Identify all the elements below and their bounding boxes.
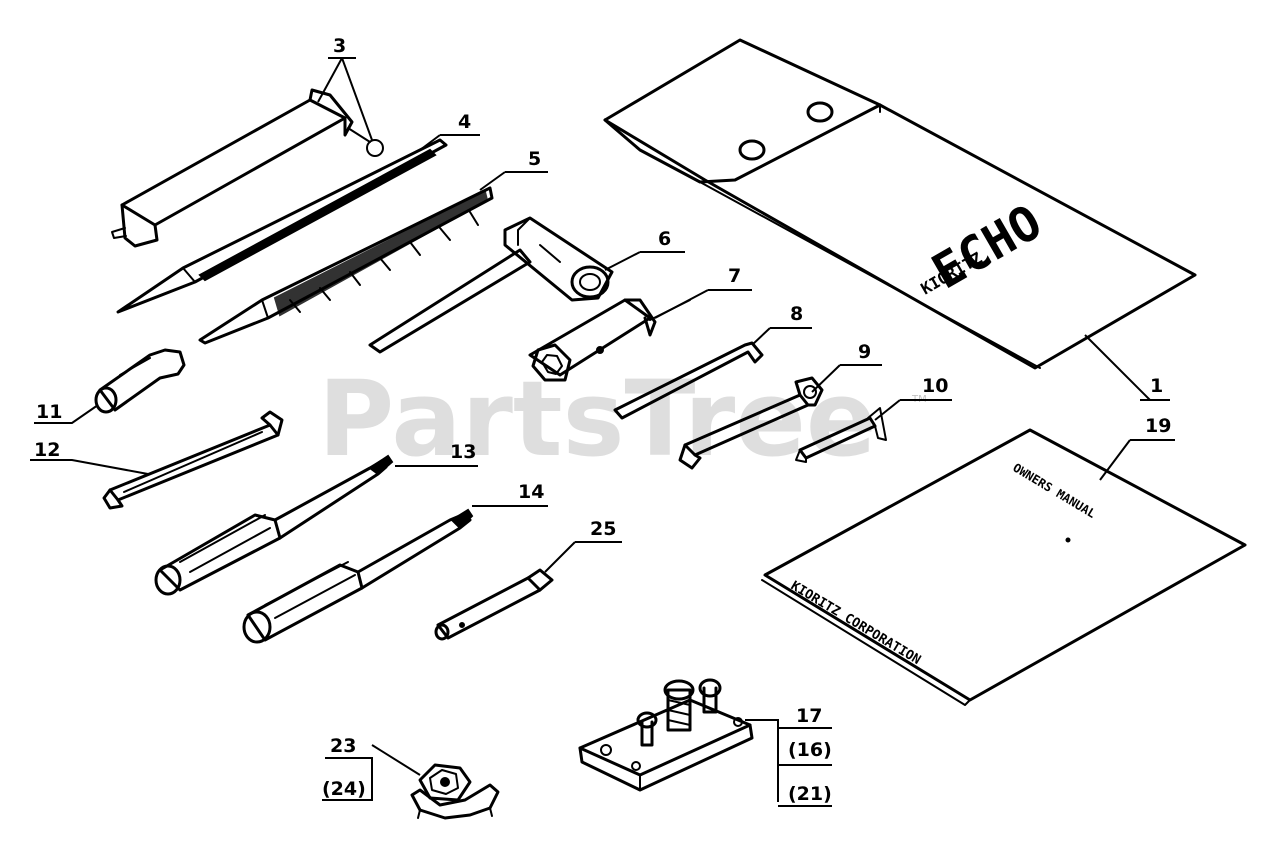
leader-9 — [811, 364, 882, 393]
part-13-screwdriver[interactable] — [154, 454, 394, 596]
part-4-round-file[interactable] — [116, 138, 448, 314]
part-1-tool-pouch[interactable]: ECHO KIORITZ — [603, 38, 1197, 370]
part-14-screwdriver[interactable] — [242, 508, 474, 644]
callout-12: 12 — [34, 439, 60, 461]
part-6-plug-wrench[interactable] — [368, 216, 614, 354]
part-8-hex-key[interactable] — [613, 341, 764, 420]
leader-4 — [419, 134, 480, 151]
part-9-wrench[interactable] — [678, 376, 824, 470]
callout-16: (16) — [788, 739, 832, 761]
callout-10: 10 — [922, 375, 948, 397]
leader-23 — [322, 744, 421, 801]
part-11-handle[interactable] — [94, 348, 186, 414]
callout-25: 25 — [590, 518, 616, 540]
watermark-text: PartsTree — [318, 358, 876, 480]
manual-maker-text: KIORITZ CORPORATION — [788, 579, 923, 669]
leader-6 — [604, 251, 685, 271]
callout-17: 17 — [796, 705, 822, 727]
leader-5 — [479, 171, 548, 191]
leader-25 — [544, 541, 622, 573]
callout-14: 14 — [518, 481, 544, 503]
callout-8: 8 — [790, 303, 803, 325]
callout-6: 6 — [658, 228, 671, 250]
callout-13: 13 — [450, 441, 476, 463]
callout-9: 9 — [858, 341, 871, 363]
part-23-nut-tool[interactable] — [410, 763, 500, 820]
callout-23: 23 — [330, 735, 356, 757]
leader-3 — [317, 57, 373, 141]
leader-12 — [30, 459, 149, 475]
part-12-flat-wrench[interactable] — [102, 410, 284, 510]
leader-1 — [1084, 334, 1170, 401]
leader-10 — [874, 399, 952, 421]
callout-1: 1 — [1150, 375, 1163, 397]
part-25-pin-tool[interactable] — [434, 568, 554, 641]
callout-7: 7 — [728, 265, 741, 287]
callout-11: 11 — [36, 401, 62, 423]
manual-title-text: OWNERS MANUAL — [1010, 461, 1098, 521]
callout-24: (24) — [322, 778, 366, 800]
callout-19: 19 — [1145, 415, 1171, 437]
leader-11 — [34, 404, 99, 424]
leader-17 — [745, 719, 832, 807]
leader-7 — [654, 289, 752, 319]
callout-21: (21) — [788, 783, 832, 805]
part-17-plate-with-bolts[interactable] — [578, 678, 754, 792]
callout-3: 3 — [333, 35, 346, 57]
part-3-tool-bar[interactable] — [111, 88, 384, 248]
callout-5: 5 — [528, 148, 541, 170]
callout-4: 4 — [458, 111, 471, 133]
leader-19 — [1099, 439, 1175, 481]
part-10-small-wrench[interactable] — [795, 407, 887, 463]
part-5-flat-file[interactable] — [198, 186, 494, 345]
leader-8 — [751, 327, 812, 346]
